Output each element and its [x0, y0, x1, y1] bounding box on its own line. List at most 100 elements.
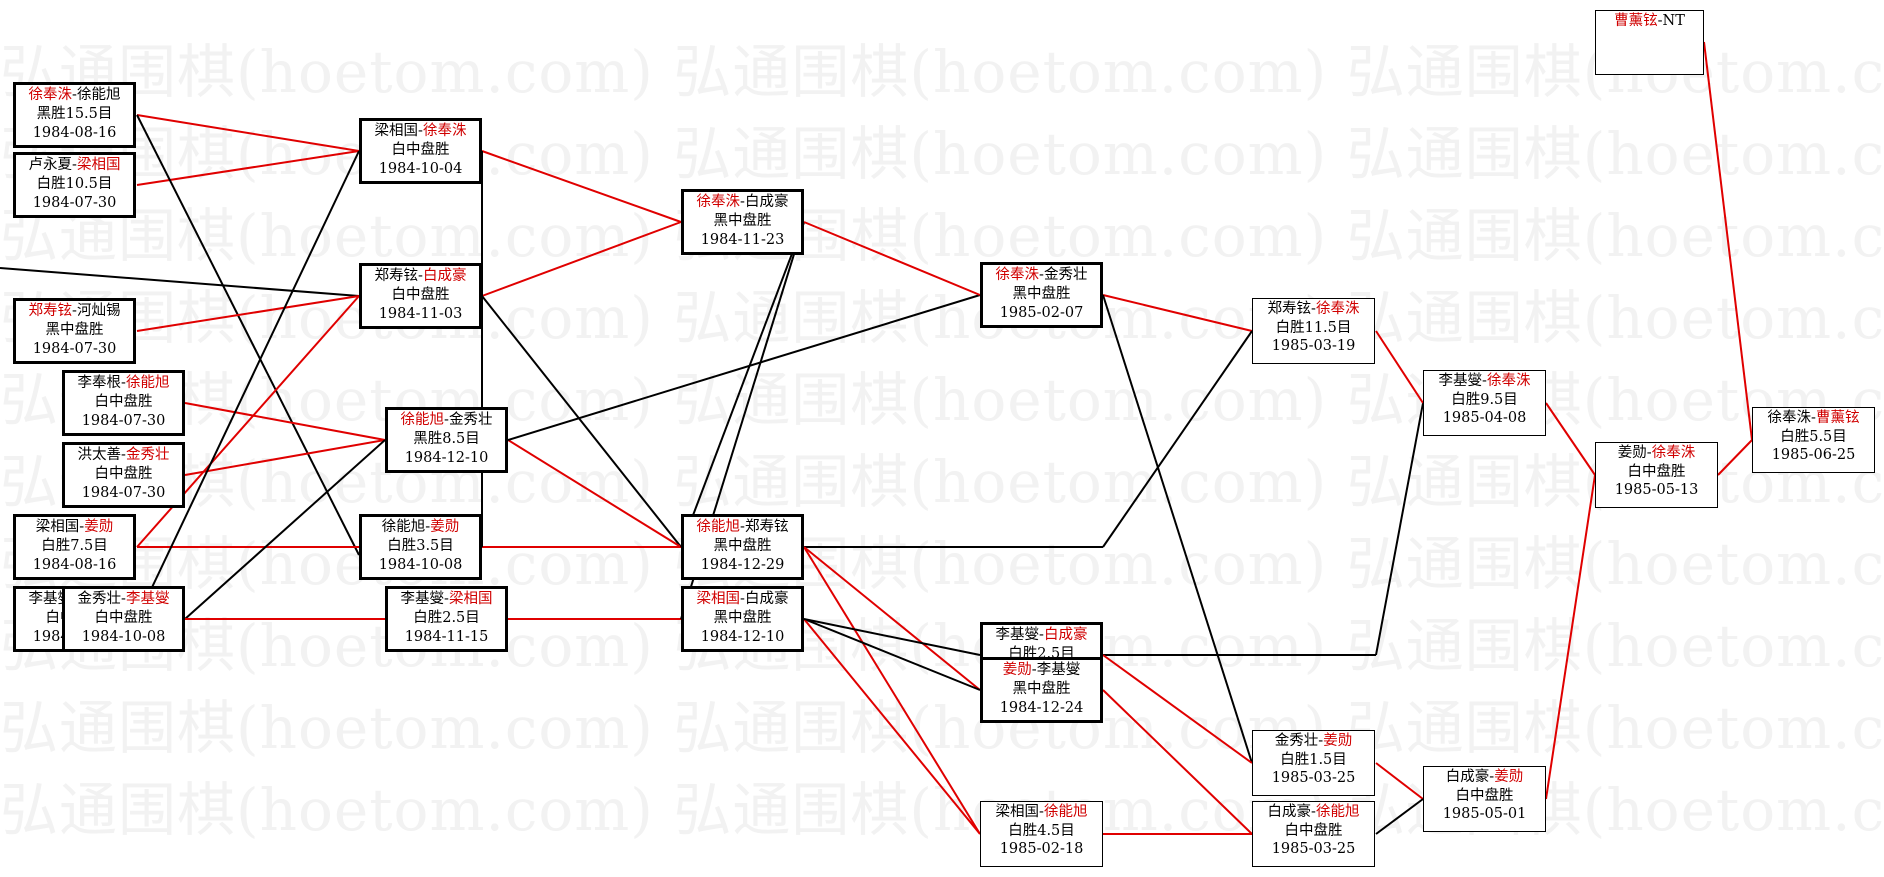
loser-path-line — [136, 150, 360, 620]
match-players: 郑寿铉-徐奉洙 — [1267, 301, 1360, 317]
winner-name: 姜勋 — [1494, 769, 1524, 785]
match-result: 白中盘胜 — [1284, 822, 1343, 839]
winner-path-line — [803, 618, 981, 835]
match-result: 黑中盘胜 — [713, 610, 772, 626]
match-date: 1985-04-08 — [1442, 410, 1527, 426]
match-date: 1985-02-18 — [999, 841, 1084, 857]
match-date: 1985-03-19 — [1271, 338, 1356, 354]
match-result: 白胜5.5目 — [1780, 428, 1847, 445]
match-date: 1984-07-30 — [32, 195, 117, 211]
winner-path-line — [1703, 41, 1753, 441]
winner-path-line — [1375, 762, 1424, 800]
loser-name: 李基燮 — [28, 591, 73, 607]
match-result: 白中盘胜 — [391, 287, 450, 303]
loser-name: 梁相国 — [35, 519, 80, 535]
match-node[interactable]: 姜勋-李基燮黑中盘胜 1984-12-24 — [980, 657, 1103, 723]
match-result: 黑中盘胜 — [45, 322, 104, 338]
loser-name: 郑寿铉 — [744, 519, 789, 535]
match-players: 李奉根-徐能旭 — [77, 375, 170, 391]
match-players: 徐奉洙-徐能旭 — [28, 87, 121, 103]
loser-name: 李奉根 — [77, 375, 122, 391]
match-players: 金秀壮-姜勋 — [1274, 733, 1353, 749]
match-players: 郑寿铉-河灿锡 — [28, 303, 121, 319]
match-players: 姜勋-李基燮 — [1002, 662, 1081, 678]
loser-name: 李基燮 — [1438, 373, 1483, 389]
match-players: 郑寿铉-白成豪 — [374, 268, 467, 284]
winner-path-line — [184, 439, 386, 476]
loser-name: 梁相国 — [995, 804, 1040, 820]
match-players: 卢永夏-梁相国 — [28, 157, 121, 173]
loser-path-line — [1102, 330, 1253, 548]
match-players: 梁相国-白成豪 — [696, 591, 789, 607]
winner-name: 金秀壮 — [125, 447, 170, 463]
match-result: 黑中盘胜 — [1012, 681, 1071, 697]
match-date: 1984-12-10 — [700, 629, 785, 645]
match-date: 1985-02-07 — [999, 305, 1084, 321]
match-result: 白胜7.5目 — [41, 538, 108, 554]
winner-name: 徐奉洙 — [1486, 373, 1531, 389]
match-date: 1984-08-16 — [32, 125, 117, 141]
match-players: 曹薰铉-NT — [1614, 13, 1685, 29]
match-result: 白胜10.5目 — [36, 176, 113, 192]
match-date: 1984-08-16 — [32, 557, 117, 573]
winner-path-line — [507, 439, 682, 548]
loser-path-line — [803, 618, 981, 691]
match-date: 1984-07-30 — [81, 413, 166, 429]
winner-path-line — [1545, 402, 1596, 476]
match-players: 梁相国-徐能旭 — [995, 804, 1088, 820]
winner-name: 白成豪 — [422, 268, 467, 284]
match-node[interactable]: 梁相国-白成豪黑中盘胜 1984-12-10 — [681, 586, 804, 652]
loser-path-line — [1102, 294, 1253, 764]
match-node[interactable]: 郑寿铉-徐奉洙白胜11.5目 1985-03-19 — [1252, 298, 1375, 364]
loser-name: 李基燮 — [400, 591, 445, 607]
match-date: 1984-12-24 — [999, 700, 1084, 716]
winner-name: 徐奉洙 — [28, 87, 73, 103]
match-date: 1984-11-23 — [700, 232, 785, 248]
winner-name: 曹薰铉 — [1614, 13, 1658, 29]
match-players: 徐奉洙-曹薰铉 — [1767, 410, 1860, 426]
match-date: 1984-07-30 — [32, 341, 117, 357]
match-date: 1985-05-01 — [1442, 806, 1527, 822]
match-node[interactable]: 卢永夏-梁相国白胜10.5目 1984-07-30 — [13, 152, 136, 218]
match-result: 黑中盘胜 — [713, 538, 772, 554]
match-date: 1984-10-08 — [81, 629, 166, 645]
match-players: 徐能旭-郑寿铉 — [696, 519, 789, 535]
loser-name: 姜勋 — [1617, 445, 1647, 461]
loser-path-line — [803, 618, 981, 656]
winner-name: 徐能旭 — [696, 519, 741, 535]
winner-name: 徐奉洙 — [696, 194, 741, 210]
match-result: 白胜11.5目 — [1275, 319, 1352, 336]
match-date: 1985-06-25 — [1771, 447, 1856, 463]
winner-name: 徐奉洙 — [1651, 445, 1696, 461]
loser-name: 金秀壮 — [1043, 267, 1088, 283]
winner-path-line — [481, 221, 682, 297]
match-node[interactable]: 徐奉洙-曹薰铉白胜5.5目 1985-06-25 — [1752, 407, 1875, 473]
match-result: 黑中盘胜 — [1012, 286, 1071, 302]
winner-name: 徐能旭 — [125, 375, 170, 391]
match-node[interactable]: 曹薰铉-NT — [1595, 10, 1704, 75]
loser-name: 李基燮 — [1036, 662, 1081, 678]
match-date: 1985-05-13 — [1614, 482, 1699, 498]
loser-path-line — [0, 267, 360, 297]
match-node[interactable]: 郑寿铉-河灿锡黑中盘胜 1984-07-30 — [13, 298, 136, 364]
